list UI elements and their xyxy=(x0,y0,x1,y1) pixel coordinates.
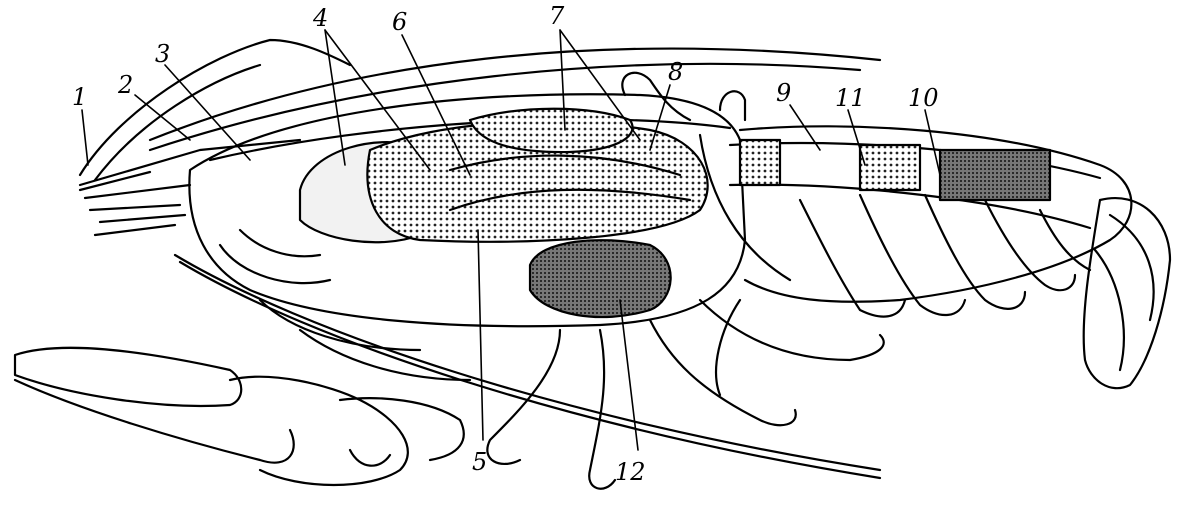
label-3: 3 xyxy=(155,40,170,68)
label-8: 8 xyxy=(668,58,683,86)
abdomen-segment xyxy=(925,195,1025,309)
label-2: 2 xyxy=(117,71,133,99)
leader-line-10 xyxy=(925,110,940,175)
label-10: 10 xyxy=(908,84,939,112)
label-4: 4 xyxy=(312,4,328,32)
leader-line-3 xyxy=(165,65,250,160)
claw-hand xyxy=(230,377,408,485)
label-7: 7 xyxy=(549,2,565,30)
leader-line-1 xyxy=(82,110,88,165)
abdomen-segment xyxy=(860,195,965,315)
antenna-lower-2 xyxy=(180,262,880,478)
leader-line-5 xyxy=(478,230,483,440)
leader-line-11 xyxy=(848,110,865,165)
antenna-lower xyxy=(175,255,880,470)
walking-leg xyxy=(700,300,884,360)
label-12: 12 xyxy=(615,458,646,486)
label-5: 5 xyxy=(472,448,487,476)
leader-line-4a xyxy=(325,30,345,165)
walking-leg xyxy=(589,330,615,489)
claw-lower-finger xyxy=(15,380,294,463)
gonad xyxy=(530,240,671,317)
label-1: 1 xyxy=(72,83,87,111)
walking-leg xyxy=(716,300,740,395)
label-11: 11 xyxy=(835,84,866,112)
claw-upper-finger xyxy=(15,348,241,406)
label-9: 9 xyxy=(776,79,791,107)
walking-leg xyxy=(487,330,560,464)
abdomen xyxy=(740,126,1131,301)
label-6: 6 xyxy=(392,8,407,36)
